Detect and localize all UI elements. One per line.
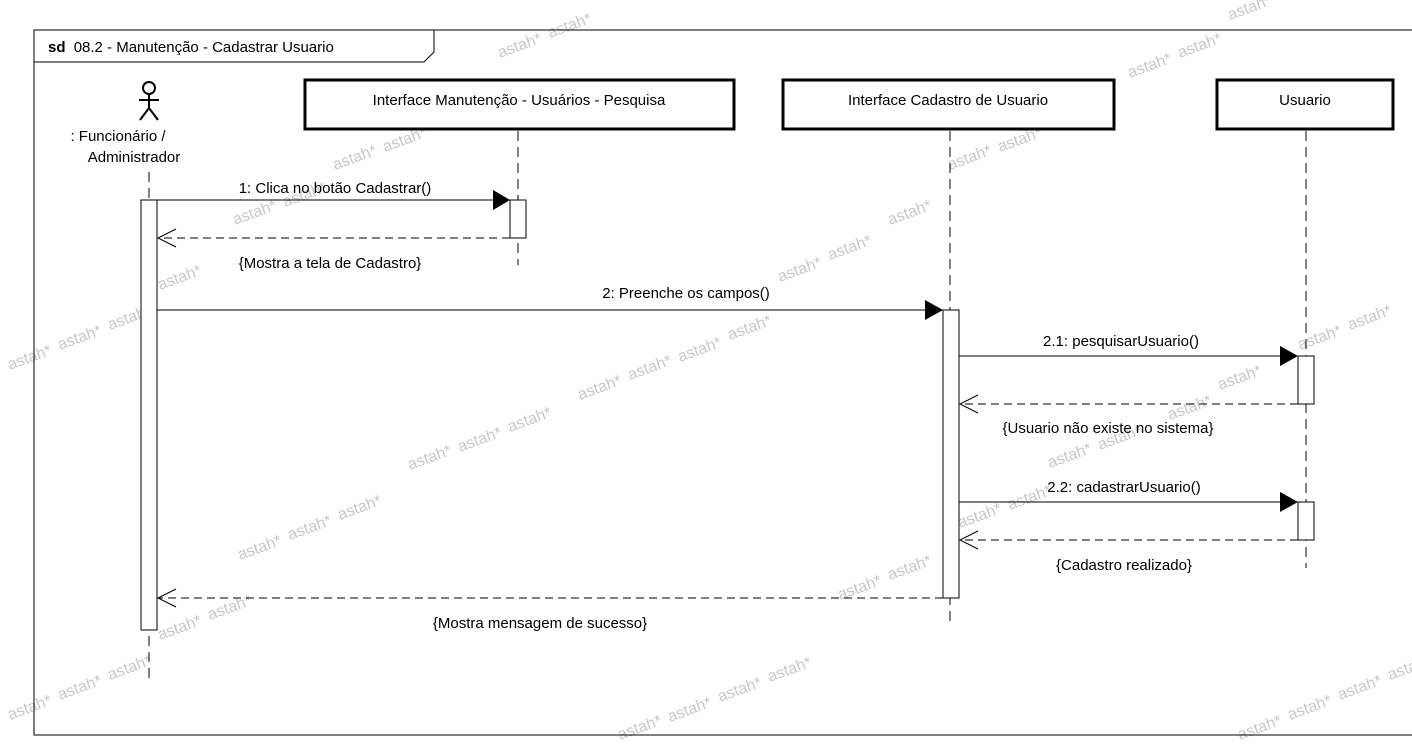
return-2-2-label: {Cadastro realizado} xyxy=(1056,557,1192,574)
watermark-text: astah* xyxy=(1336,672,1384,703)
message-2-1-label: 2.1: pesquisarUsuario() xyxy=(1043,333,1199,350)
lifeline-label-cadastro: Interface Cadastro de Usuario xyxy=(848,92,1048,109)
open-arrowhead-icon xyxy=(156,588,177,608)
open-arrowhead-icon xyxy=(958,394,979,414)
activation-actor xyxy=(140,199,158,631)
activation-usuario-2 xyxy=(1297,501,1315,541)
watermark-text: astah* xyxy=(1296,322,1344,353)
watermark-text: astah* xyxy=(546,10,594,41)
watermark-text: astah* xyxy=(286,512,334,543)
frame-title: sd 08.2 - Manutenção - Cadastrar Usuario xyxy=(48,39,334,56)
watermark-text: astah* xyxy=(496,30,544,61)
watermark-text: astah* xyxy=(886,197,934,228)
open-arrowhead-icon xyxy=(156,228,177,248)
activation-usuario-1 xyxy=(1297,355,1315,405)
message-2-2-label: 2.2: cadastrarUsuario() xyxy=(1047,479,1200,496)
watermark-text: astah* xyxy=(456,424,504,455)
watermark-text: astah* xyxy=(626,352,674,383)
frame-keyword: sd xyxy=(48,39,66,56)
message-1-label: 1: Clica no botão Cadastrar() xyxy=(239,180,432,197)
frame-title-tab xyxy=(34,30,435,63)
watermark-text: astah* xyxy=(886,552,934,583)
lifeline-head-cadastro[interactable] xyxy=(781,78,1116,131)
watermark-text: astah* xyxy=(576,372,624,403)
sync-arrowhead-icon xyxy=(493,190,510,210)
watermark-text: astah* xyxy=(406,442,454,473)
return-2-label: {Mostra mensagem de sucesso} xyxy=(433,615,647,632)
watermark-text: astah* xyxy=(1346,302,1394,333)
watermark-text: astah* xyxy=(156,262,204,293)
watermark-text: astah* xyxy=(1386,652,1412,683)
activation-pesquisa xyxy=(509,199,527,239)
watermark-text: astah* xyxy=(1216,362,1264,393)
watermark-text: astah* xyxy=(1046,440,1094,471)
return-1-label: {Mostra a tela de Cadastro} xyxy=(239,255,422,272)
lifeline-head-pesquisa[interactable] xyxy=(303,78,736,131)
actor-name-line2: Administrador xyxy=(88,149,181,166)
frame-title-text: 08.2 - Manutenção - Cadastrar Usuario xyxy=(74,39,334,56)
watermark-text: astah* xyxy=(336,492,384,523)
actor-stick-figure-icon xyxy=(139,81,159,121)
watermark-text: astah* xyxy=(1176,30,1224,61)
watermark-text: astah* xyxy=(946,142,994,173)
watermark-text: astah* xyxy=(1286,692,1334,723)
watermark-text: astah* xyxy=(156,612,204,643)
watermark-text: astah* xyxy=(236,532,284,563)
open-arrowhead-icon xyxy=(958,530,979,550)
watermark-text: astah* xyxy=(826,232,874,263)
watermark-text: astah* xyxy=(716,674,764,705)
activation-cadastro xyxy=(942,309,960,599)
message-2-label: 2: Preenche os campos() xyxy=(602,285,770,302)
watermark-text: astah* xyxy=(1236,712,1284,743)
watermark-text: astah* xyxy=(56,672,104,703)
watermark-text: astah* xyxy=(766,654,814,685)
sync-arrowhead-icon xyxy=(1280,346,1298,366)
return-2-1-label: {Usuario não existe no sistema} xyxy=(1003,420,1214,437)
watermark-text: astah* xyxy=(331,142,379,173)
watermark-text: astah* xyxy=(956,500,1004,531)
lifeline-label-pesquisa: Interface Manutenção - Usuários - Pesqui… xyxy=(373,92,666,109)
watermark-text: astah* xyxy=(206,592,254,623)
sync-arrowhead-icon xyxy=(1280,492,1298,512)
watermark-text: astah* xyxy=(1126,50,1174,81)
watermark-text: astah* xyxy=(776,254,824,285)
watermark-text: astah* xyxy=(616,712,664,743)
watermark-text: astah* xyxy=(1226,0,1274,24)
sync-arrowhead-icon xyxy=(925,300,943,320)
actor-name-line1: : Funcionário / xyxy=(70,128,166,145)
watermark-text: astah* xyxy=(106,652,154,683)
watermark-text: astah* xyxy=(56,322,104,353)
watermark-text: astah* xyxy=(676,334,724,365)
watermark-text: astah* xyxy=(666,694,714,725)
watermark-text: astah* xyxy=(506,404,554,435)
lifeline-label-usuario: Usuario xyxy=(1279,92,1331,109)
watermark-text: astah* xyxy=(231,197,279,228)
watermark-text: astah* xyxy=(726,312,774,343)
watermark-text: astah* xyxy=(836,572,884,603)
watermark-text: astah* xyxy=(6,342,54,373)
watermark-text: astah* xyxy=(6,692,54,723)
diagram-frame xyxy=(33,29,1412,736)
lifeline-head-usuario[interactable] xyxy=(1215,78,1395,131)
